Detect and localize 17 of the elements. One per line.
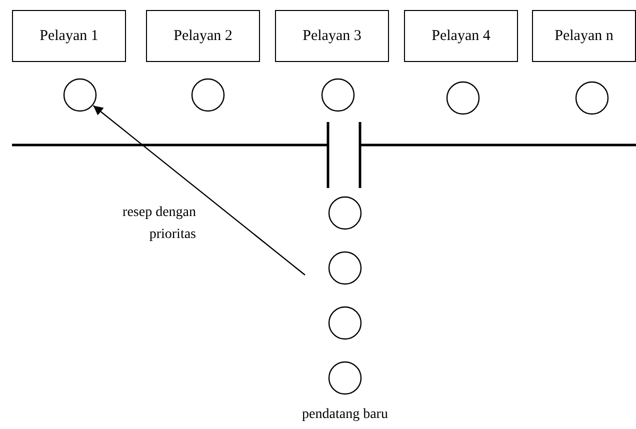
queue-circle	[328, 361, 362, 395]
server-box: Pelayan 2	[146, 10, 260, 62]
server-box: Pelayan n	[532, 10, 636, 62]
service-circle	[575, 81, 609, 115]
service-circle	[446, 81, 480, 115]
arrow	[92, 105, 306, 276]
queue-circle	[328, 251, 362, 285]
caption-text: pendatang baru	[301, 406, 389, 424]
queue-circle	[328, 306, 362, 340]
queue-circle	[328, 196, 362, 230]
edge-label: resep dengan prioritas	[122, 204, 196, 244]
service-circle	[321, 78, 355, 112]
server-box: Pelayan 3	[275, 10, 389, 62]
server-box: Pelayan 1	[12, 10, 126, 62]
server-box: Pelayan 4	[404, 10, 518, 62]
service-circle	[63, 78, 97, 112]
service-circle	[191, 78, 225, 112]
